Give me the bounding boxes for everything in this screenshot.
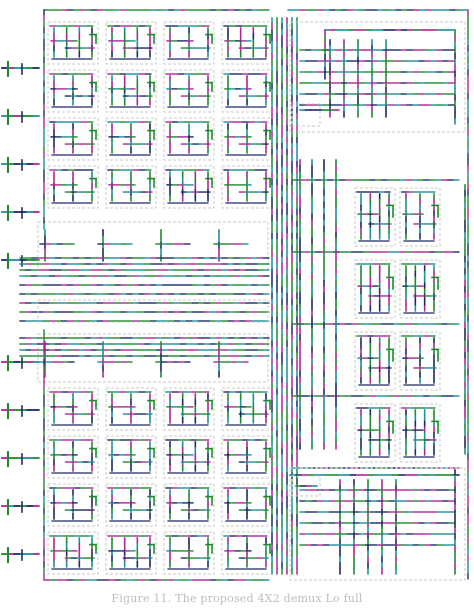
- circuit-layout-diagram: [1, 9, 469, 581]
- upper-bus-block: [19, 221, 270, 277]
- lower-input-pins: [1, 355, 40, 563]
- vertical-routing-channel: [271, 17, 298, 575]
- right-middle-cell-array: [291, 159, 466, 469]
- lower-cell-array: [47, 387, 273, 575]
- lower-bus-block: [19, 333, 270, 383]
- right-top-decoder-block: [289, 21, 466, 133]
- figure-caption: Figure 11. The proposed 4X2 demux Lo ful…: [111, 592, 363, 605]
- outer-power-rails: [43, 9, 469, 581]
- upper-input-pins: [1, 61, 40, 269]
- right-bottom-decoder-block: [289, 467, 466, 581]
- central-bus: [19, 284, 270, 323]
- upper-cell-array: [47, 21, 273, 209]
